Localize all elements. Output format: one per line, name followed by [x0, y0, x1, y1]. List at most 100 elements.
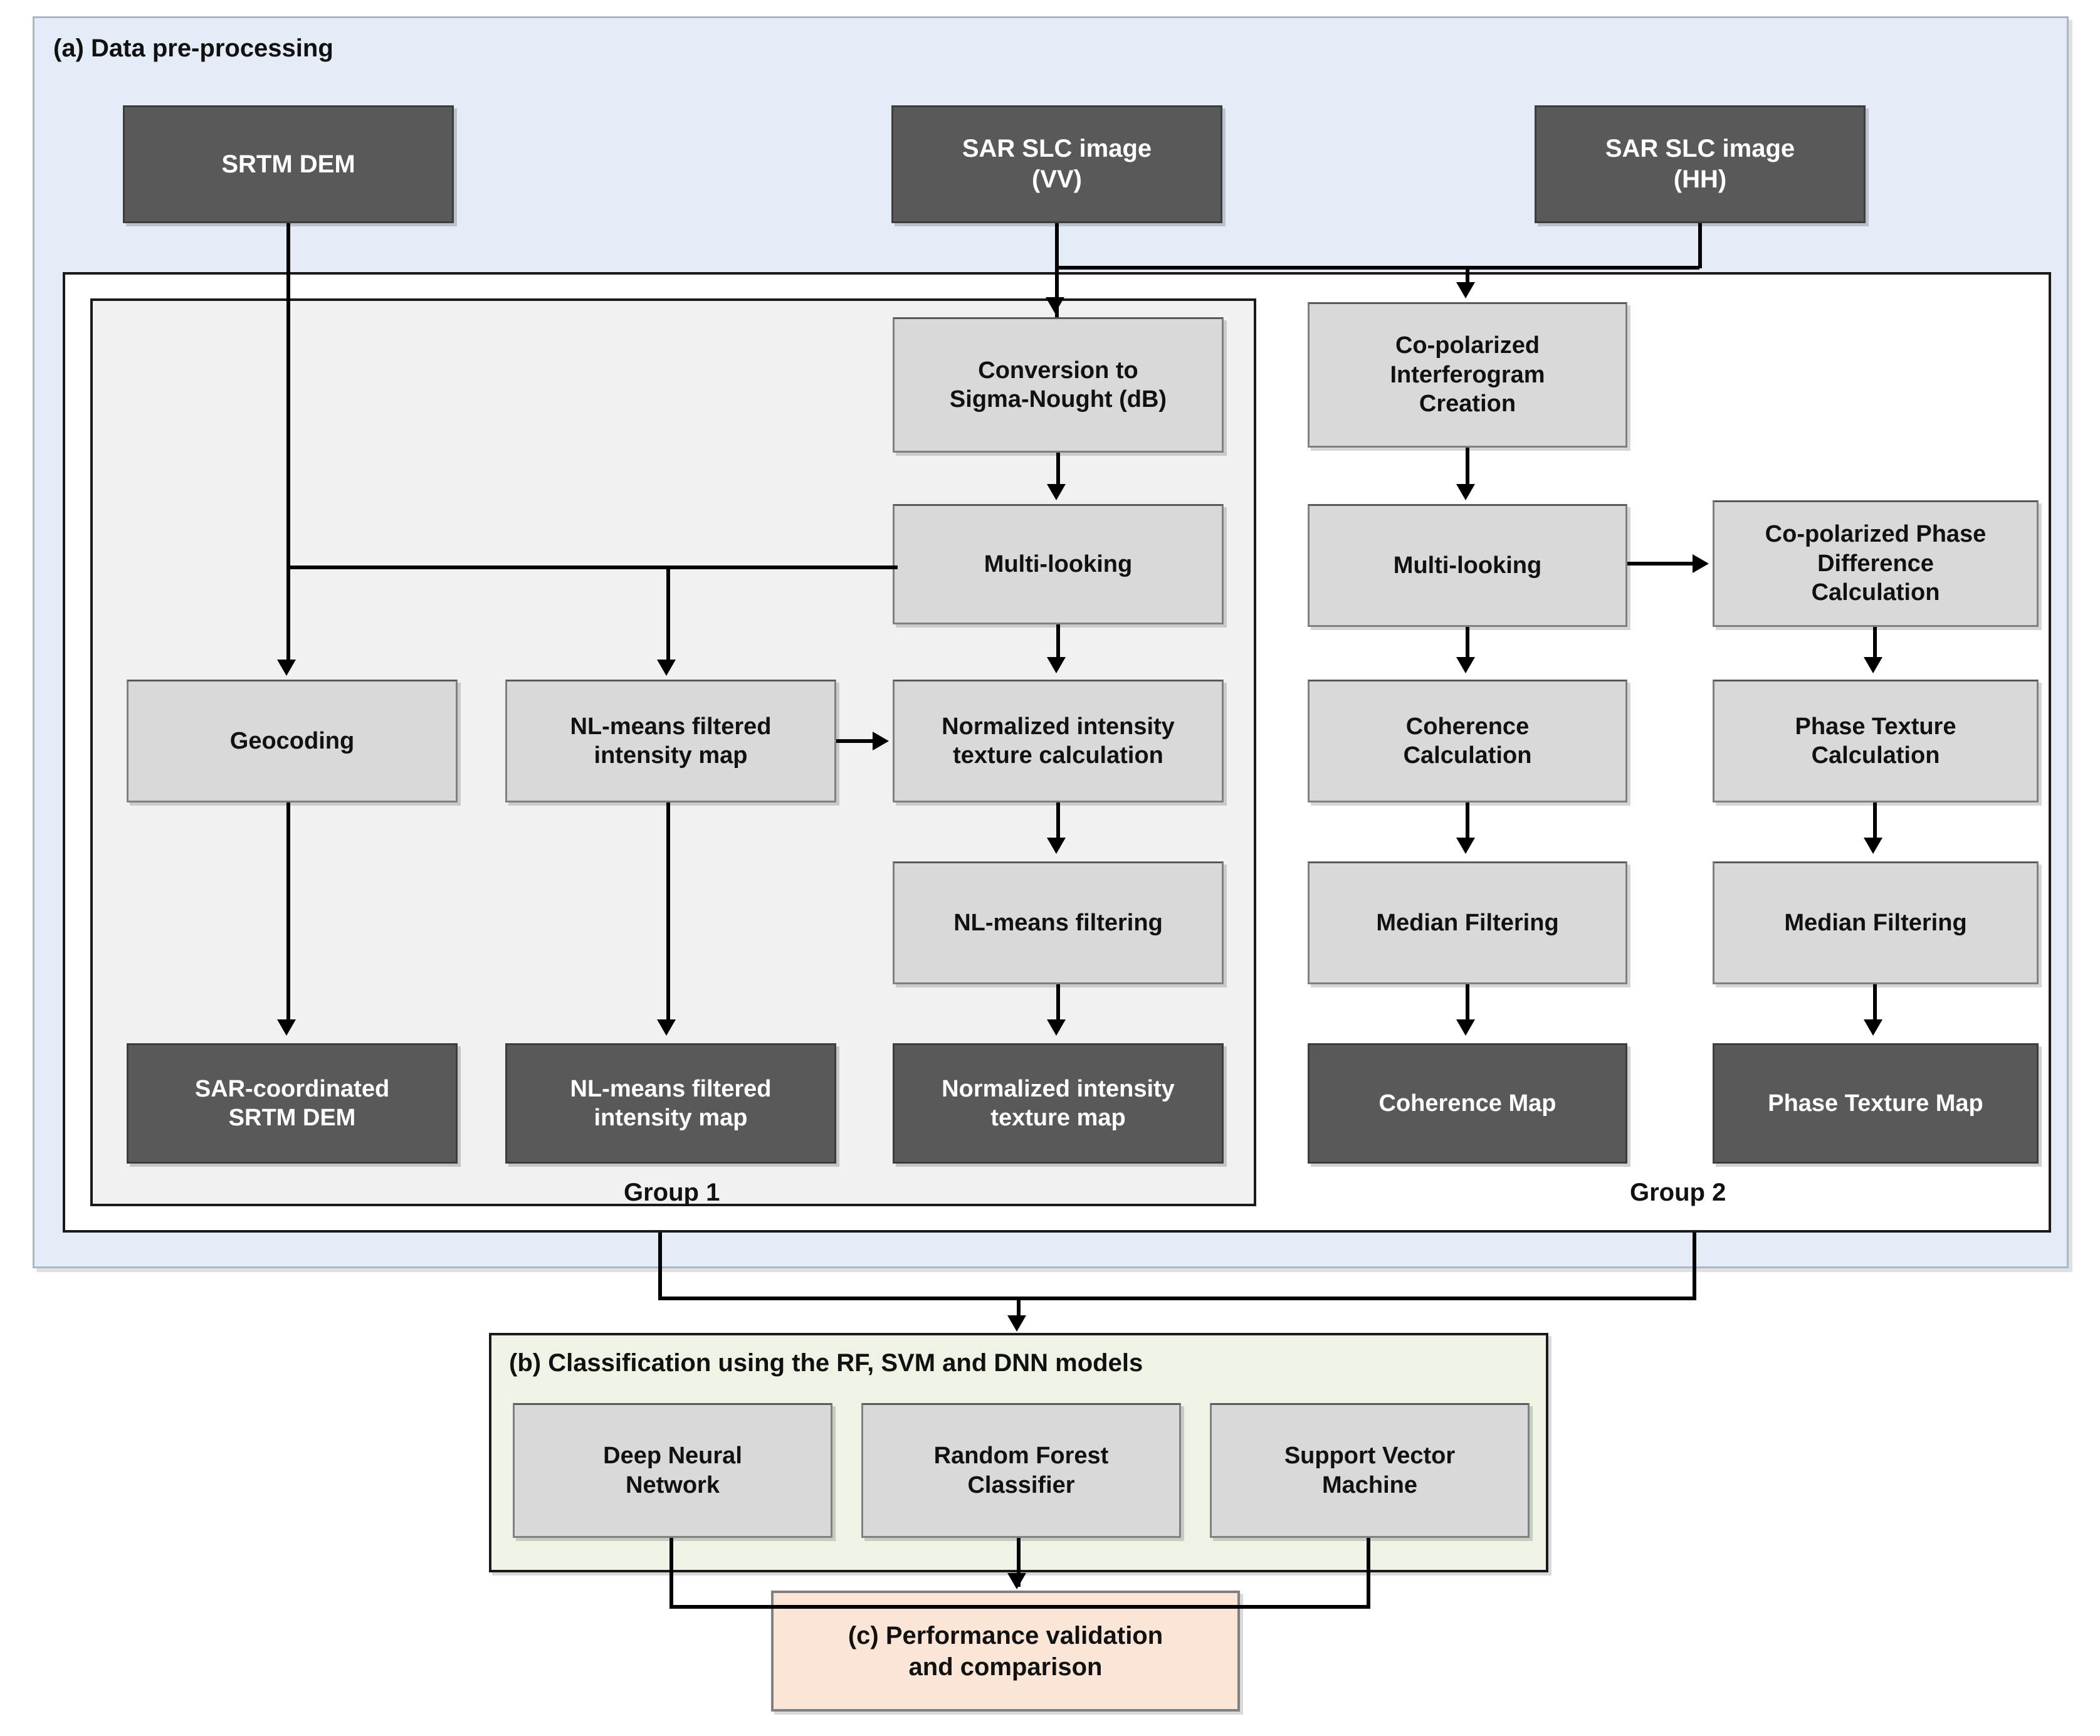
node-support-vector-machine[interactable]: Support Vector Machine — [1210, 1403, 1530, 1538]
arrowhead-texture-calculation — [1047, 657, 1066, 673]
arrowhead-multilooking-interferogram — [1456, 484, 1475, 500]
panel-performance-validation[interactable]: (c) Performance validation and compariso… — [771, 1591, 1240, 1712]
arrowhead-panel-c — [1007, 1573, 1026, 1589]
arrowhead-interferogram — [1456, 282, 1475, 298]
edge-rf-down — [1017, 1538, 1021, 1587]
group2-label: Group 2 — [1630, 1179, 1726, 1206]
arrowhead-median-filtering-coherence — [1456, 838, 1475, 854]
node-normalized-intensity-texture-map[interactable]: Normalized intensity texture map — [893, 1043, 1224, 1164]
node-sar-slc-vv[interactable]: SAR SLC image (VV) — [891, 105, 1222, 223]
edge-multilooking-to-coherence — [1466, 627, 1469, 661]
node-multi-looking-intensity[interactable]: Multi-looking — [893, 504, 1224, 624]
edge-interferogram-to-multilooking — [1466, 448, 1469, 488]
edge-svm-down — [1367, 1538, 1370, 1608]
node-random-forest-classifier[interactable]: Random Forest Classifier — [861, 1403, 1181, 1538]
node-coherence-map-label: Coherence Map — [1378, 1090, 1557, 1117]
edge-dnn-down — [669, 1538, 673, 1608]
arrowhead-median-filtering-phase — [1864, 838, 1882, 854]
arrowhead-nlmeans-output — [657, 1019, 676, 1036]
node-median-filtering-coherence-label: Median Filtering — [1376, 909, 1559, 936]
node-svm-line1: Support Vector — [1284, 1443, 1456, 1470]
node-nl-means-filtered-intensity-map-process[interactable]: NL-means filtered intensity map — [505, 680, 836, 802]
node-norm-texture-map-line2: texture map — [990, 1105, 1126, 1131]
arrowhead-phase-texture-map — [1864, 1019, 1882, 1036]
node-co-polarized-interferogram-creation[interactable]: Co-polarized Interferogram Creation — [1308, 302, 1627, 448]
node-nlmeans-map-proc-line1: NL-means filtered — [570, 713, 772, 740]
node-coherence-calc-line2: Calculation — [1403, 742, 1532, 769]
edge-coherence-to-median — [1466, 802, 1469, 840]
node-dnn-line1: Deep Neural — [603, 1443, 742, 1470]
edge-phasediff-to-phasetexture — [1873, 627, 1877, 661]
node-sar-coordinated-srtm-dem[interactable]: SAR-coordinated SRTM DEM — [127, 1043, 458, 1164]
edge-srtm-to-bus — [286, 223, 290, 569]
edge-interferogram-feed — [1466, 266, 1469, 283]
node-coherence-calc-line1: Coherence — [1405, 713, 1530, 740]
node-deep-neural-network[interactable]: Deep Neural Network — [513, 1403, 832, 1538]
edge-conversion-to-multilooking — [1056, 453, 1060, 488]
node-conversion-line2: Sigma-Nought (dB) — [949, 386, 1167, 413]
edge-bus-to-geocoding — [286, 566, 290, 661]
edge-hh-down — [1698, 223, 1702, 268]
node-norm-texture-calc-line2: texture calculation — [953, 742, 1163, 769]
node-phase-diff-line3: Calculation — [1811, 579, 1940, 606]
node-coherence-calculation[interactable]: Coherence Calculation — [1308, 680, 1627, 802]
node-coherence-map[interactable]: Coherence Map — [1308, 1043, 1627, 1164]
node-phase-texture-map-label: Phase Texture Map — [1768, 1090, 1983, 1117]
node-co-polarized-phase-difference-calculation[interactable]: Co-polarized Phase Difference Calculatio… — [1713, 500, 2039, 627]
node-interferogram-line1: Co-polarized — [1395, 332, 1540, 359]
node-phase-texture-map[interactable]: Phase Texture Map — [1713, 1043, 2039, 1164]
node-svm-line2: Machine — [1321, 1471, 1418, 1498]
node-interferogram-line2: Interferogram — [1390, 361, 1545, 388]
node-median-filtering-coherence[interactable]: Median Filtering — [1308, 861, 1627, 984]
node-nl-means-filtering-label: NL-means filtering — [953, 909, 1163, 936]
edge-texturecalc-to-nlfiltering — [1056, 802, 1060, 840]
node-sar-slc-vv-line2: (VV) — [1032, 166, 1082, 193]
arrowhead-conversion — [1046, 297, 1064, 313]
node-sar-slc-hh[interactable]: SAR SLC image (HH) — [1535, 105, 1866, 223]
edge-group2-down — [1693, 1233, 1696, 1300]
node-nl-means-filtered-intensity-map-output[interactable]: NL-means filtered intensity map — [505, 1043, 836, 1164]
node-geocoding[interactable]: Geocoding — [127, 680, 458, 802]
node-sar-slc-hh-line1: SAR SLC image — [1605, 135, 1795, 163]
edge-multilooking-to-phasediff — [1627, 562, 1698, 566]
panel-c-line2: and comparison — [908, 1653, 1103, 1681]
node-nlmeans-map-proc-line2: intensity map — [594, 742, 748, 769]
node-srtm-dem[interactable]: SRTM DEM — [123, 105, 454, 223]
node-nl-means-filtering[interactable]: NL-means filtering — [893, 861, 1224, 984]
node-multi-looking-interferogram[interactable]: Multi-looking — [1308, 504, 1627, 627]
edge-vv-down — [1055, 223, 1059, 317]
edge-bus-to-nlmeans-map — [666, 566, 670, 661]
node-median-filtering-phase-label: Median Filtering — [1784, 909, 1967, 936]
panel-a-caption: (a) Data pre-processing — [53, 34, 333, 62]
node-sar-slc-hh-line2: (HH) — [1673, 166, 1727, 193]
arrowhead-nlmeans-map — [657, 660, 676, 676]
arrowhead-panel-b — [1007, 1315, 1026, 1332]
edge-nlmeansmap-to-texturecalc — [836, 739, 875, 743]
node-phase-texture-calc-line1: Phase Texture — [1795, 713, 1956, 740]
node-srtm-dem-label: SRTM DEM — [221, 150, 355, 178]
node-conversion-line1: Conversion to — [978, 357, 1138, 384]
node-phase-diff-line1: Co-polarized Phase — [1765, 521, 1987, 548]
node-nlmeans-map-out-line1: NL-means filtered — [570, 1075, 772, 1102]
arrowhead-texturecalc-from-left — [873, 732, 889, 750]
node-phase-diff-line2: Difference — [1817, 550, 1934, 577]
node-geocoding-label: Geocoding — [229, 727, 355, 754]
node-phase-texture-calculation[interactable]: Phase Texture Calculation — [1713, 680, 2039, 802]
node-norm-texture-map-line1: Normalized intensity — [942, 1075, 1175, 1102]
arrowhead-norm-texture-map — [1047, 1019, 1066, 1036]
arrowhead-phase-texture-calculation — [1864, 657, 1882, 673]
edge-median-to-phasetexturemap — [1873, 984, 1877, 1022]
node-multi-looking-interferogram-label: Multi-looking — [1393, 552, 1542, 579]
group1-label: Group 1 — [624, 1179, 720, 1206]
node-sar-slc-vv-line1: SAR SLC image — [962, 135, 1152, 163]
edge-models-merge-bus — [669, 1605, 1370, 1609]
node-normalized-intensity-texture-calculation[interactable]: Normalized intensity texture calculation — [893, 680, 1224, 802]
node-rf-line2: Classifier — [967, 1471, 1075, 1498]
arrowhead-sar-coordinated-dem — [277, 1019, 296, 1036]
edge-group1-down — [658, 1233, 662, 1300]
edge-multilooking-to-texturecalc — [1056, 624, 1060, 661]
node-conversion-to-sigma-nought[interactable]: Conversion to Sigma-Nought (dB) — [893, 317, 1224, 453]
node-interferogram-line3: Creation — [1419, 391, 1516, 418]
node-median-filtering-phase[interactable]: Median Filtering — [1713, 861, 2039, 984]
